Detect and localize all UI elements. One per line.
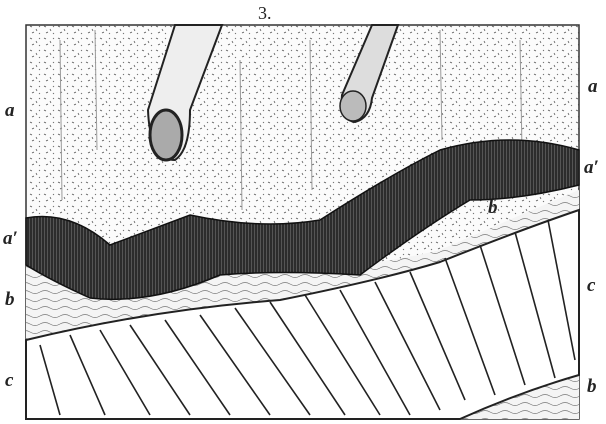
label-right-a-prime: a′ xyxy=(584,157,599,179)
label-left-c: c xyxy=(5,370,13,392)
label-inner-b: b xyxy=(488,197,498,219)
vessel-left-lumen xyxy=(150,110,182,160)
vessel-right-lumen xyxy=(340,91,366,121)
label-right-a: a xyxy=(588,76,598,98)
label-right-c: c xyxy=(587,275,595,297)
label-right-b: b xyxy=(587,376,597,398)
label-left-b: b xyxy=(5,289,15,311)
label-left-a-prime: a′ xyxy=(3,228,18,250)
label-left-a: a xyxy=(5,100,15,122)
